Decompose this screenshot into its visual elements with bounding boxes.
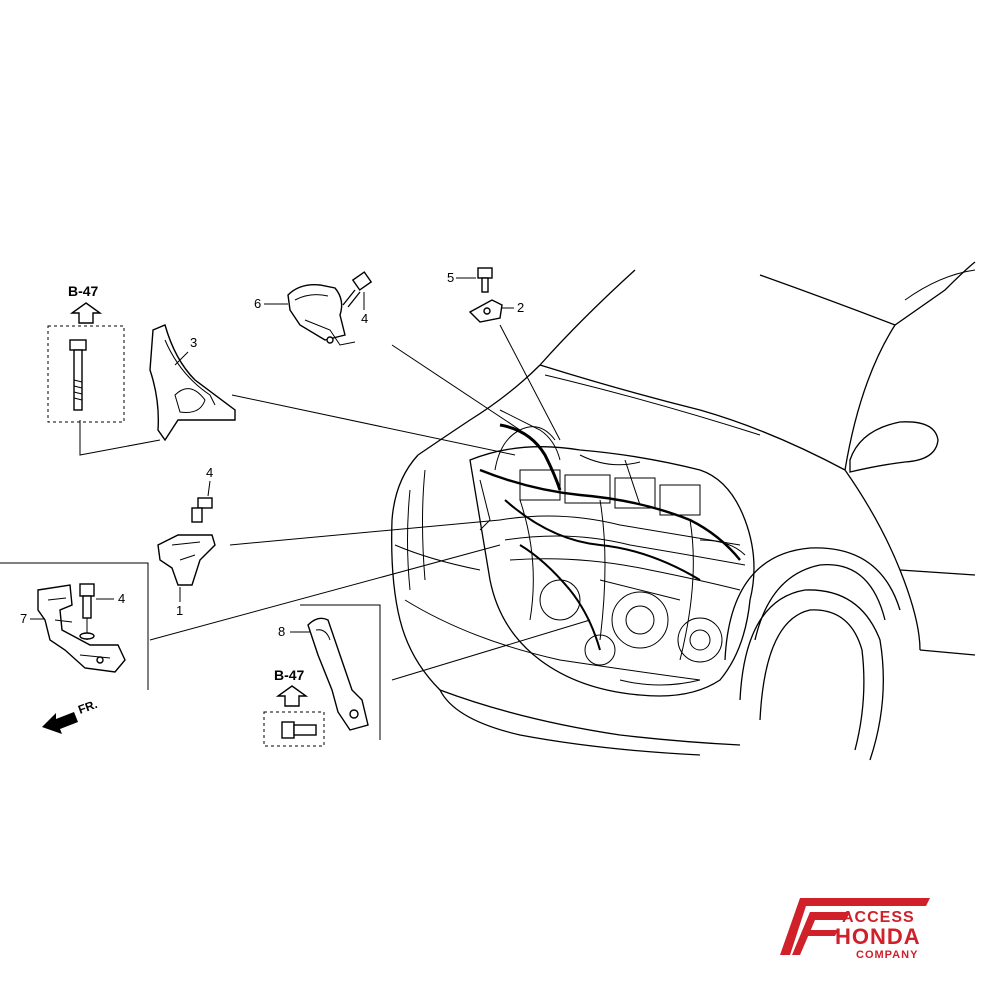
callout-8: 8 — [278, 624, 285, 639]
part-3-bracket — [149, 324, 236, 442]
ref-label-top: B-47 — [68, 283, 99, 299]
access-honda-logo: ACCESS HONDA COMPANY — [780, 898, 930, 961]
front-arrow-icon — [42, 712, 78, 734]
front-label: FR. — [76, 697, 99, 717]
logo-line-1: ACCESS — [842, 909, 915, 926]
bolt-4-top — [342, 271, 373, 308]
front-direction-indicator: FR. — [42, 697, 99, 734]
logo-line-2: HONDA — [835, 924, 921, 949]
part-7-panel — [0, 562, 149, 690]
callout-7: 7 — [20, 611, 27, 626]
callout-3: 3 — [190, 335, 197, 350]
bolt-reference-top — [47, 325, 125, 423]
car-body-outline — [391, 261, 976, 761]
callout-4-top: 4 — [361, 311, 368, 326]
callout-4-panel: 4 — [118, 591, 125, 606]
up-arrow-icon — [275, 685, 309, 707]
callout-1: 1 — [176, 603, 183, 618]
reference-b47-top: B-47 — [68, 283, 103, 324]
leader-lines — [79, 324, 591, 681]
ref-label-bottom: B-47 — [274, 667, 305, 683]
part-8-panel — [263, 604, 381, 747]
callout-6: 6 — [254, 296, 261, 311]
up-arrow-icon — [69, 302, 103, 324]
callout-labels: 3 6 4 5 2 4 1 7 4 8 — [20, 270, 524, 639]
callout-2: 2 — [517, 300, 524, 315]
part-1-bracket — [157, 534, 216, 586]
engine-assembly — [469, 409, 755, 697]
callout-4-middle: 4 — [206, 465, 213, 480]
reference-b47-bottom: B-47 — [274, 667, 309, 707]
logo-line-3: COMPANY — [856, 949, 918, 961]
callout-5: 5 — [447, 270, 454, 285]
bolt-4-middle — [191, 497, 213, 523]
bolt-5 — [477, 267, 493, 293]
part-6-assembly — [287, 284, 356, 346]
part-2-plate — [468, 299, 503, 323]
